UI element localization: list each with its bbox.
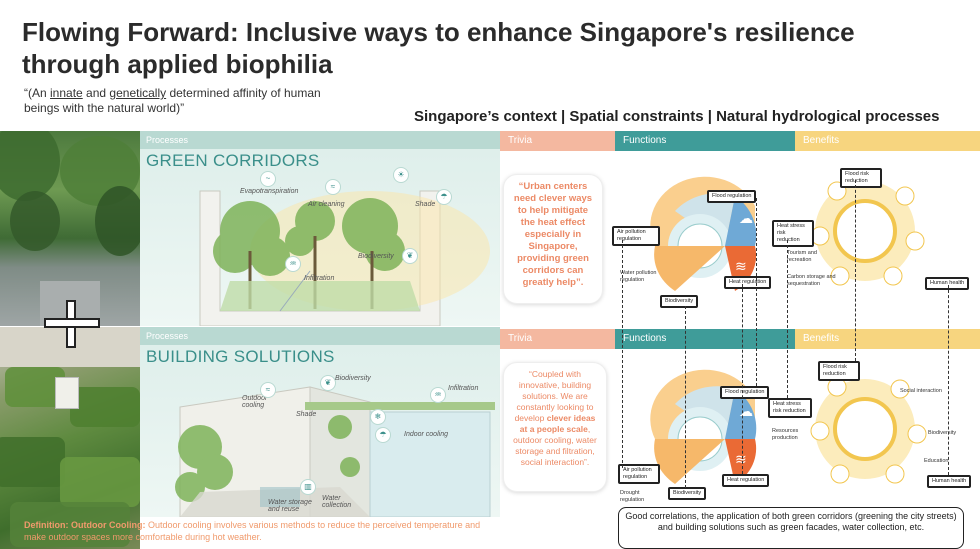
biodiversity-box: Biodiversity	[668, 487, 707, 500]
benefits-header: Benefits	[795, 329, 980, 349]
trivia-text-a: “Coupled with innovative, building solut…	[514, 369, 594, 423]
flood-regulation-connector	[756, 198, 757, 386]
summary-box: Good correlations, the application of bo…	[618, 507, 964, 549]
svg-text:≋: ≋	[735, 259, 747, 275]
green-corridors-illustration	[199, 190, 490, 326]
building-solutions-heading: BUILDING SOLUTIONS	[146, 347, 335, 366]
label-water-collection: Water collection	[322, 495, 352, 509]
water-storage-icon: ▥	[300, 479, 316, 495]
biodiversity-box: Biodiversity	[660, 295, 699, 308]
definition-text: Outdoor cooling involves various methods…	[24, 520, 481, 542]
education-label: Education	[924, 458, 949, 464]
processes-tag: Processes	[140, 131, 500, 149]
label-biodiversity: Biodiversity	[358, 253, 394, 260]
water-drop-icon: ♒	[285, 256, 301, 272]
heat-regulation-box: Heat regulation	[722, 474, 770, 487]
heat-stress-risk-reduction-box: Heat stress risk reduction	[772, 220, 814, 247]
functions-header: Functions	[615, 131, 795, 151]
drought-regulation-label: Drought regulation	[620, 490, 645, 503]
building-solutions-panel: Processes BUILDING SOLUTIONS Biodiversit…	[140, 327, 500, 517]
label-biodiversity: Biodiversity	[335, 375, 371, 382]
title-line-2: through applied biophilia	[22, 49, 333, 79]
heat-regulation-box: Heat regulation	[724, 276, 772, 289]
label-shade: Shade	[415, 201, 436, 208]
label-shade: Shade	[296, 411, 317, 418]
quote-word-innate: innate	[50, 86, 83, 100]
heat-stress-connector	[787, 240, 788, 398]
quote-word-genetically: genetically	[109, 86, 167, 100]
heat-stress-risk-reduction-box: Heat stress risk reduction	[768, 398, 812, 418]
context-line: Singapore’s context | Spatial constraint…	[414, 108, 940, 125]
quote-rest: determined affinity of human beings with…	[24, 86, 321, 115]
cooling-icon: ❄	[370, 409, 386, 425]
flood-risk-reduction-box: Flood risk reduction	[840, 168, 882, 188]
flood-regulation-box: Flood regulation	[707, 190, 757, 203]
title-line-1: Flowing Forward: Inclusive ways to enhan…	[22, 17, 855, 47]
wind-icon: ≈	[260, 382, 276, 398]
evapotranspiration-icon: ~	[260, 171, 276, 187]
flood-regulation-box: Flood regulation	[720, 386, 770, 399]
label-evapotranspiration: Evapotranspiration	[240, 188, 299, 195]
svg-text:≋: ≋	[735, 452, 747, 468]
building-solutions-trivia: “Coupled with innovative, building solut…	[503, 362, 607, 492]
heat-regulation-connector	[742, 284, 743, 474]
resources-production-label: Resources production	[772, 428, 799, 441]
shade-icon: ☂	[436, 189, 452, 205]
trivia-header: Trivia	[500, 329, 615, 349]
label-water-storage: Water storage and reuse	[268, 499, 312, 513]
trivia-text-emphasis: clever ideas at a people scale	[519, 413, 596, 434]
page-title: Flowing Forward: Inclusive ways to enhan…	[22, 16, 922, 80]
plus-icon	[42, 300, 100, 348]
biodiversity-connector	[685, 306, 686, 488]
sun-icon: ☀	[393, 167, 409, 183]
human-health-connector	[948, 285, 949, 475]
flood-risk-reduction-box: Flood risk reduction	[818, 361, 860, 381]
label-infiltration: Infiltration	[448, 385, 479, 392]
outdoor-cooling-definition: Definition: Outdoor Cooling: Outdoor coo…	[24, 519, 494, 543]
benefits-header: Benefits	[795, 131, 980, 151]
svg-text:☁: ☁	[739, 211, 753, 227]
air-pollution-regulation-box: Air pollution regulation	[612, 226, 660, 246]
air-pollution-regulation-box: Air pollution regulation	[618, 464, 660, 484]
biophilia-definition-quote: “(An innate and genetically determined a…	[24, 86, 354, 116]
human-health-box: Human health	[925, 277, 970, 290]
street-trees-photo	[0, 131, 140, 326]
water-pollution-regulation-label: Water pollution regulation	[620, 270, 657, 283]
human-health-box: Human health	[927, 475, 972, 488]
trivia-text-c: , outdoor cooling, water storage and fil…	[513, 424, 597, 467]
leaf-icon: ❦	[402, 248, 418, 264]
label-infiltration: Infiltration	[304, 275, 335, 282]
wind-icon: ≈	[325, 179, 341, 195]
label-indoor-cooling: Indoor cooling	[404, 431, 448, 438]
quote-open: “(An	[24, 86, 51, 100]
green-building-photo	[0, 327, 140, 549]
building-solutions-illustration	[175, 386, 495, 517]
green-corridors-ecosystem-diagram: ☁ ≋	[650, 176, 925, 291]
leaf-icon: ❦	[320, 375, 336, 391]
quote-mid: and	[82, 86, 110, 100]
carbon-storage-label: Carbon storage and sequestration	[787, 274, 836, 287]
social-interaction-label: Social interaction	[900, 388, 942, 394]
building-solutions-ecosystem-diagram: ☁ ≋	[650, 369, 927, 484]
green-corridors-trivia: “Urban centers need clever ways to help …	[503, 174, 603, 304]
tourism-recreation-label: Tourism and recreation	[787, 250, 817, 263]
biodiversity-benefit-label: Biodiversity	[928, 430, 957, 436]
flood-risk-connector	[855, 180, 856, 361]
water-drop-icon: ♒	[430, 387, 446, 403]
green-corridors-panel: Processes GREEN CORRIDORS Evapotranspira…	[140, 131, 500, 326]
shade-icon: ☂	[375, 427, 391, 443]
air-pollution-connector	[622, 240, 623, 468]
label-outdoor-cooling: Outdoor cooling	[242, 395, 268, 409]
functions-header: Functions	[615, 329, 795, 349]
green-corridors-heading: GREEN CORRIDORS	[146, 151, 320, 170]
definition-term: Definition: Outdoor Cooling:	[24, 520, 146, 530]
processes-tag: Processes	[140, 327, 500, 345]
trivia-header: Trivia	[500, 131, 615, 151]
label-air-cleaning: Air cleaning	[308, 201, 345, 208]
